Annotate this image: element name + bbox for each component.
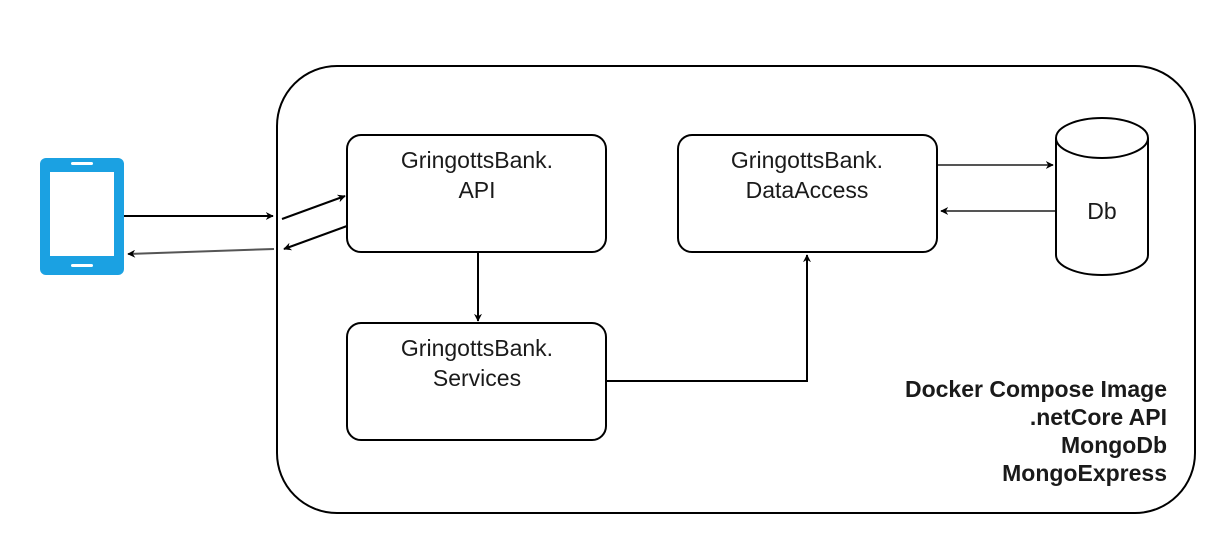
connector-container-to-phone [127, 248, 275, 258]
connector-container-to-api [281, 194, 346, 220]
api-node: GringottsBank. API [346, 134, 607, 253]
connector-api-to-container [283, 225, 348, 251]
api-node-line2: API [458, 177, 495, 203]
api-node-line1: GringottsBank. [401, 147, 553, 173]
caption-line-3: MongoDb [1061, 432, 1167, 458]
caption-line-1: Docker Compose Image [905, 376, 1167, 402]
connector-services-to-data-access [607, 254, 811, 382]
data-access-node-line2: DataAccess [746, 177, 869, 203]
caption-line-4: MongoExpress [1002, 460, 1167, 486]
services-node-line2: Services [433, 365, 521, 391]
caption-line-2: .netCore API [1030, 404, 1167, 430]
container-caption: Docker Compose Image .netCore API MongoD… [905, 376, 1167, 486]
database-node: Db [1055, 117, 1149, 276]
data-access-node-line1: GringottsBank. [731, 147, 883, 173]
services-node-line1: GringottsBank. [401, 335, 553, 361]
data-access-node: GringottsBank. DataAccess [677, 134, 938, 253]
services-node: GringottsBank. Services [346, 322, 607, 441]
mobile-phone-icon [40, 158, 124, 275]
database-label: Db [1087, 198, 1116, 224]
